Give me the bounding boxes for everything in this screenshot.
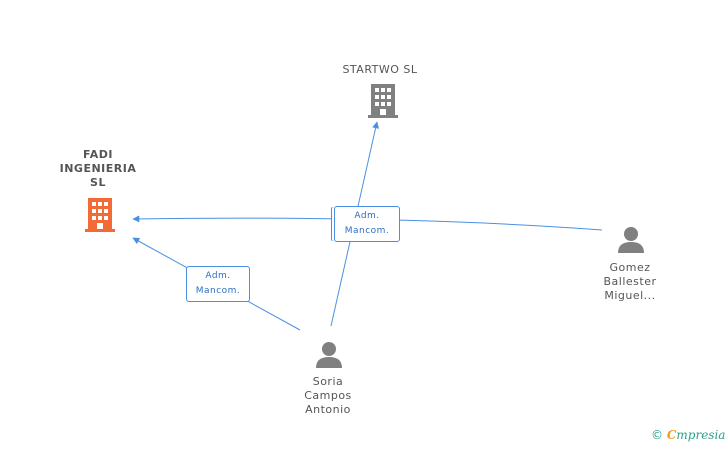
edge-label-adm-mancom[interactable]: Adm. Mancom. bbox=[186, 266, 250, 302]
person-label-soria[interactable]: Soria Campos Antonio bbox=[304, 375, 352, 416]
main-building-icon[interactable] bbox=[85, 198, 115, 232]
person-label-gomez[interactable]: Gomez Ballester Miguel... bbox=[603, 261, 657, 302]
company-label-startwo[interactable]: STARTWO SL bbox=[342, 63, 418, 76]
person-icon[interactable] bbox=[618, 227, 644, 253]
brand-name: mpresia bbox=[676, 428, 726, 442]
company-label-fadi[interactable]: FADI INGENIERIA SL bbox=[59, 148, 137, 189]
building-icon[interactable] bbox=[368, 84, 398, 118]
copyright-symbol: © bbox=[651, 428, 663, 442]
brand-initial: C bbox=[666, 428, 677, 442]
edge-label-adm-mancom[interactable]: Adm. Mancom. bbox=[334, 206, 400, 242]
empresia-logo: © Cmpresia bbox=[651, 428, 725, 442]
person-icon[interactable] bbox=[316, 342, 342, 368]
